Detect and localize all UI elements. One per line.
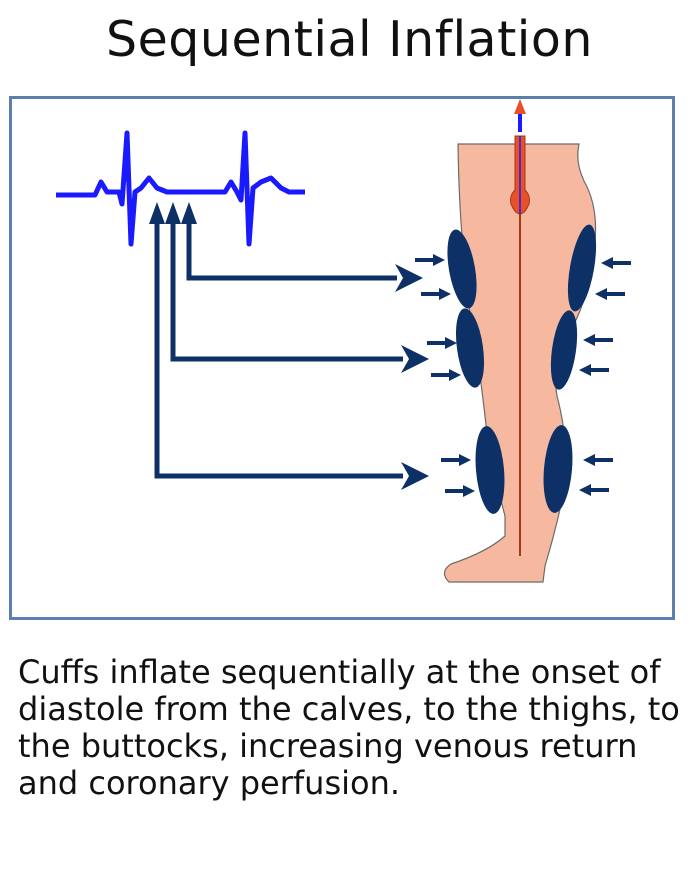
trigger-arrowheads: [395, 264, 429, 490]
arrow-icon: [583, 454, 595, 466]
cuffs-left: [447, 229, 505, 514]
arrowhead-thigh: [165, 202, 181, 224]
arrow-icon: [583, 334, 595, 346]
pressure-cuff-icon: [455, 308, 485, 388]
ecg-waveform-icon: [56, 130, 305, 247]
diastole-onset-arrowheads: [149, 202, 197, 224]
aorta-artery: [510, 99, 530, 556]
diagram-frame: [9, 96, 675, 620]
arrow-icon: [401, 345, 429, 373]
arrow-icon: [514, 99, 526, 114]
arrow-icon: [395, 264, 423, 292]
caption-text: Cuffs inflate sequentially at the onset …: [18, 653, 680, 802]
arrow-to-upper-cuff: [186, 222, 397, 281]
arrow-icon: [433, 254, 445, 266]
arrowhead-buttock: [149, 202, 165, 224]
arrow-to-lower-cuff: [154, 222, 403, 479]
pressure-cuff-icon: [475, 426, 505, 514]
arrow-icon: [463, 485, 475, 497]
pressure-cuff-icon: [567, 224, 597, 312]
arrow-icon: [601, 257, 613, 269]
trigger-arrows: [154, 222, 403, 479]
arrow-icon: [459, 454, 471, 466]
pressure-cuff-icon: [550, 310, 578, 390]
arrow-icon: [595, 288, 607, 300]
pressure-cuff-icon: [447, 229, 477, 309]
page-title: Sequential Inflation: [106, 11, 593, 68]
arrowhead-calf: [181, 202, 197, 224]
pressure-cuff-icon: [543, 425, 573, 513]
cuffs-right: [543, 224, 597, 513]
arrow-icon: [579, 364, 591, 376]
arrow-icon: [439, 288, 451, 300]
pressure-arrows: [415, 254, 631, 497]
arrow-to-middle-cuff: [170, 222, 403, 362]
arrow-icon: [449, 369, 461, 381]
arrow-icon: [579, 484, 591, 496]
arrow-icon: [401, 462, 429, 490]
arrow-icon: [445, 337, 457, 349]
sequential-inflation-diagram: [56, 99, 631, 583]
